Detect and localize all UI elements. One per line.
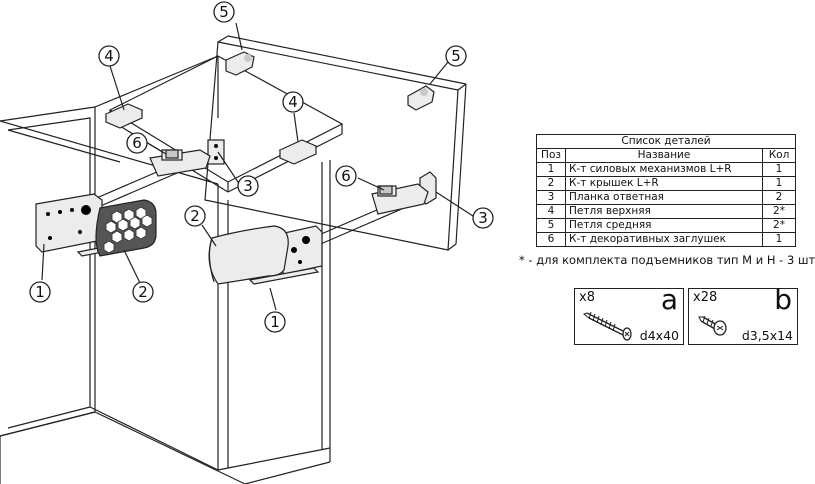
hinge-middle-right: [407, 85, 435, 111]
callout-5-top: 5: [213, 1, 235, 23]
row-qty: 1: [762, 162, 796, 177]
table-row: 1 К-т силовых механизмов L+R 1: [536, 162, 796, 177]
row-qty: 2: [762, 190, 796, 205]
row-pos: 1: [536, 162, 566, 177]
svg-text:6: 6: [132, 134, 142, 152]
parts-list-title-row: Список деталей: [536, 134, 796, 149]
row-name: К-т декоративных заглушек: [565, 232, 763, 247]
row-qty: 2*: [762, 218, 796, 233]
short-screw-icon: [698, 315, 727, 336]
hinge-top-center: [278, 139, 318, 165]
callout-4-center: 4: [282, 91, 304, 113]
header-name: Название: [565, 148, 763, 163]
row-qty: 1: [762, 232, 796, 247]
parts-list-title: Список деталей: [536, 134, 796, 149]
decorative-cap-right: [379, 185, 393, 195]
svg-text:5: 5: [219, 3, 229, 21]
hardware-size: d3,5x14: [741, 328, 793, 343]
row-name: Планка ответная: [565, 190, 763, 205]
callout-1-left: 1: [29, 281, 51, 303]
hardware-letter: a: [660, 283, 678, 316]
row-pos: 2: [536, 176, 566, 191]
row-qty: 2*: [762, 204, 796, 219]
strike-plate-left: [207, 139, 225, 165]
callout-2-left: 2: [132, 281, 154, 303]
table-row: 2 К-т крышек L+R 1: [536, 176, 796, 191]
callout-5-right: 5: [445, 45, 467, 67]
callout-3-right: 3: [472, 207, 494, 229]
hardware-count: x28: [693, 290, 718, 305]
svg-text:3: 3: [478, 209, 488, 227]
table-row: 6 К-т декоративных заглушек 1: [536, 232, 796, 247]
svg-text:2: 2: [138, 283, 148, 301]
svg-text:6: 6: [341, 167, 351, 185]
header-qty: Кол: [762, 148, 796, 163]
row-name: Петля верхняя: [565, 204, 763, 219]
table-row: 3 Планка ответная 2: [536, 190, 796, 205]
callout-3-left: 3: [237, 175, 259, 197]
lift-mechanism-right: [248, 225, 323, 285]
callout-6-left: 6: [126, 132, 148, 154]
svg-text:5: 5: [451, 47, 461, 65]
parts-list-table: Список деталей Поз Название Кол 1 К-т си…: [536, 134, 796, 247]
hardware-box-b: x28 b d3,5x14: [688, 283, 798, 345]
svg-text:1: 1: [35, 283, 45, 301]
row-name: К-т крышек L+R: [565, 176, 763, 191]
callout-1-center: 1: [264, 311, 286, 333]
hardware-count: x8: [579, 290, 595, 305]
wood-screw-icon: [582, 311, 632, 341]
callout-6-right: 6: [335, 165, 357, 187]
svg-text:3: 3: [243, 177, 253, 195]
row-name: К-т силовых механизмов L+R: [565, 162, 763, 177]
svg-text:2: 2: [190, 207, 200, 225]
cabinet-top-panel: [108, 55, 344, 193]
callout-4-left: 4: [98, 45, 120, 67]
hardware-letter: b: [774, 283, 792, 316]
hardware-box-a: x8 a d4x40: [574, 283, 684, 345]
hinge-top-left: [104, 103, 144, 129]
decorative-cap-left: [165, 149, 179, 159]
hardware-size: d4x40: [639, 328, 679, 343]
row-pos: 4: [536, 204, 566, 219]
cover-plain-right: [208, 225, 289, 285]
table-row: 5 Петля средняя 2*: [536, 218, 796, 233]
hinge-middle-left: [225, 51, 255, 76]
cover-honeycomb-left: [95, 199, 157, 257]
table-row: 4 Петля верхняя 2*: [536, 204, 796, 219]
callout-2-center: 2: [184, 205, 206, 227]
row-name: Петля средняя: [565, 218, 763, 233]
row-pos: 3: [536, 190, 566, 205]
svg-text:4: 4: [288, 93, 298, 111]
svg-text:4: 4: [104, 47, 114, 65]
row-pos: 5: [536, 218, 566, 233]
row-pos: 6: [536, 232, 566, 247]
footnote: * - для комплекта подъемников тип М и Н …: [519, 253, 815, 267]
header-pos: Поз: [536, 148, 566, 163]
svg-text:1: 1: [270, 313, 280, 331]
parts-list-header-row: Поз Название Кол: [536, 148, 796, 163]
row-qty: 1: [762, 176, 796, 191]
